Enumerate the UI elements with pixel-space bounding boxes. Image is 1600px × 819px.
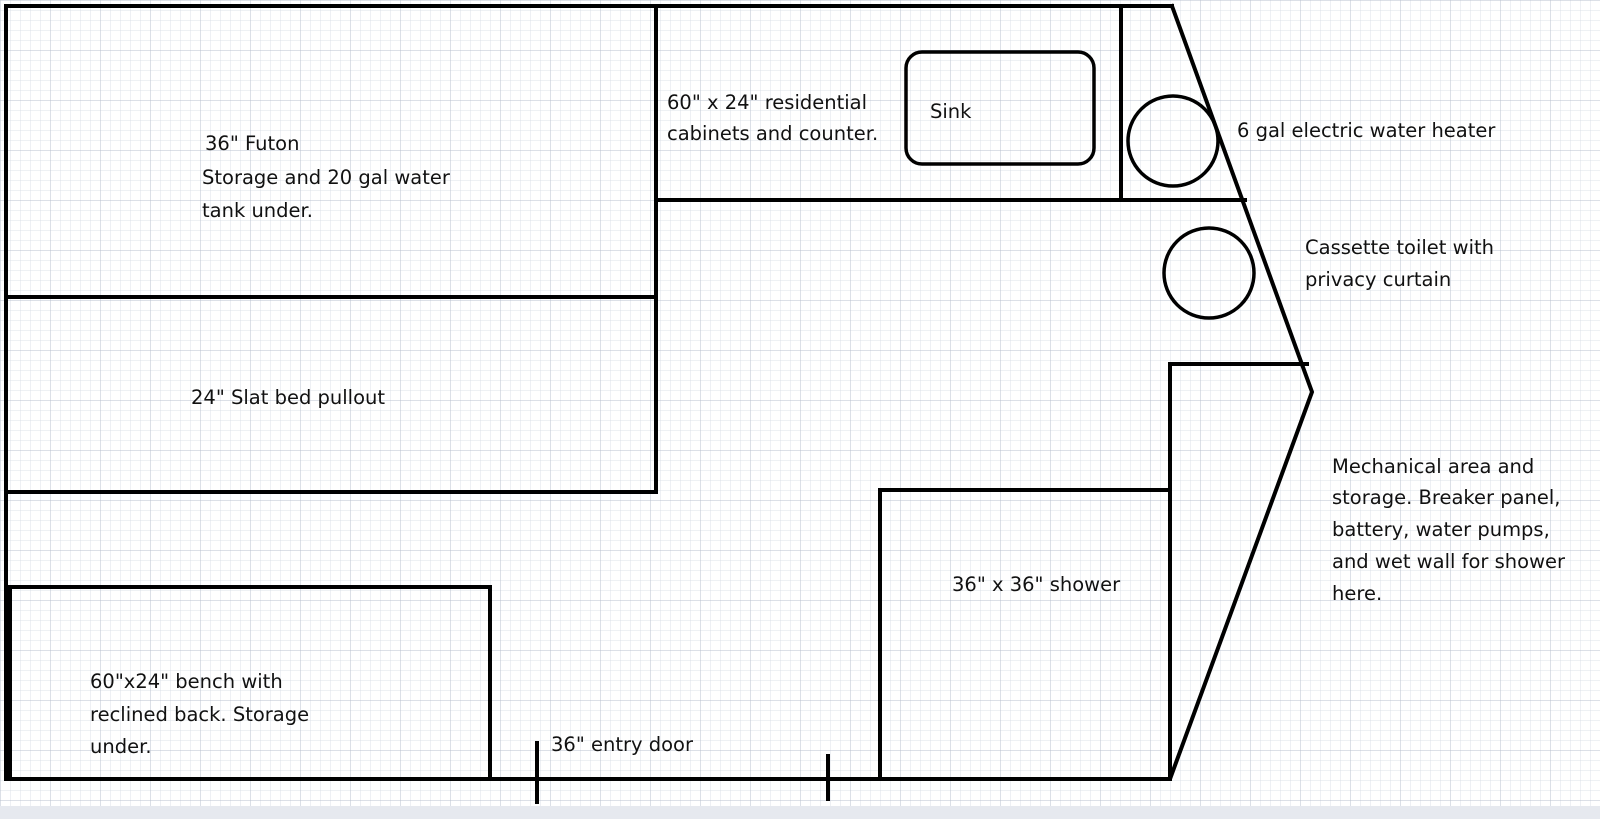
water-heater-label: 6 gal electric water heater xyxy=(1237,119,1496,142)
entry-door-label: 36" entry door xyxy=(551,733,694,756)
shower-label: 36" x 36" shower xyxy=(952,573,1121,596)
bench-label: 60"x24" bench with reclined back. Storag… xyxy=(90,670,315,758)
cabinets-label: 60" x 24" residential cabinets and count… xyxy=(667,91,878,145)
futon-label: 36" Futon Storage and 20 gal water tank … xyxy=(202,132,456,222)
outer-wall xyxy=(4,3,1315,781)
water-heater-circle xyxy=(1126,94,1220,188)
bench-outline xyxy=(8,585,492,781)
shower-outline xyxy=(878,488,1172,781)
slat-bed-label: 24" Slat bed pullout xyxy=(191,386,385,409)
toilet-label: Cassette toilet with privacy curtain xyxy=(1305,236,1500,291)
sink-basin xyxy=(904,50,1096,166)
mechanical-label: Mechanical area and storage. Breaker pan… xyxy=(1332,455,1571,605)
sink-label: Sink xyxy=(930,100,972,123)
bottom-bar xyxy=(0,806,1600,819)
cassette-toilet-circle xyxy=(1162,226,1256,320)
mechanical-area-outline xyxy=(1168,362,1309,781)
